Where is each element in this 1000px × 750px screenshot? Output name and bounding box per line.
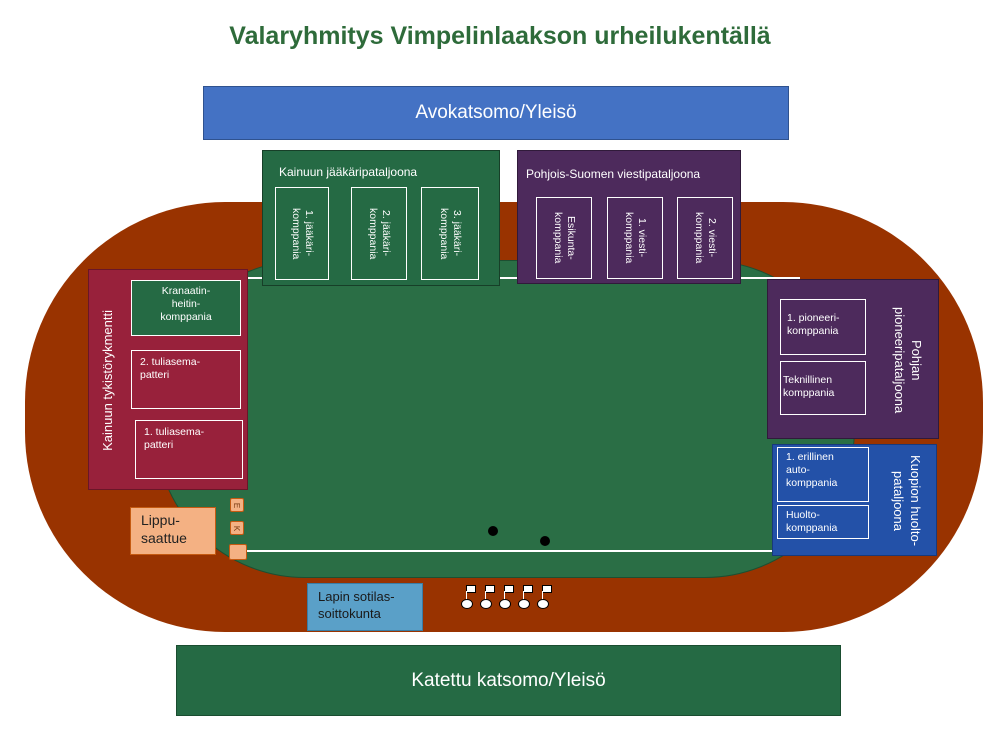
military-band: Lapin sotilas- soittokunta bbox=[307, 583, 423, 631]
page-title: Valaryhmitys Vimpelinlaakson urheilukent… bbox=[229, 22, 771, 50]
bottom-stand: Katettu katsomo/Yleisö bbox=[176, 645, 841, 716]
group-tykistorykmentti: Kainuun tykistörykmentti Kranaatin- heit… bbox=[88, 269, 248, 490]
music-note-icon bbox=[499, 585, 514, 609]
group-pioneeripataljoona: 1. pioneeri- komppania Teknillinen kompp… bbox=[767, 279, 939, 439]
flag-escort: Lippu- saattue bbox=[130, 507, 216, 555]
flag-marker bbox=[229, 544, 247, 560]
music-note-icon bbox=[480, 585, 495, 609]
unit-1-pioneerikomppania: 1. pioneeri- komppania bbox=[780, 299, 866, 355]
group-viestipataljoona: Pohjois-Suomen viestipataljoona Esikunta… bbox=[517, 150, 741, 284]
unit-2-jaakarikomppania: 2. jääkäri- komppania bbox=[351, 187, 407, 280]
flag-marker-e: E bbox=[230, 498, 244, 512]
group-title: Pohjois-Suomen viestipataljoona bbox=[526, 167, 701, 181]
group-jaakaripataljoona: Kainuun jääkäripataljoona 1. jääkäri- ko… bbox=[262, 150, 500, 286]
unit-teknillinen-komppania: Teknillinen komppania bbox=[780, 361, 866, 415]
unit-1-erillinen-autokomppania: 1. erillinen auto- komppania bbox=[777, 447, 869, 502]
unit-esikuntakomppania: Esikunta- komppania bbox=[536, 197, 592, 279]
infield bbox=[155, 260, 855, 578]
lane-line-bottom bbox=[245, 550, 805, 552]
unit-1-viestikomppania: 1. viesti- komppania bbox=[607, 197, 663, 279]
group-huoltopataljoona: 1. erillinen auto- komppania Huolto- kom… bbox=[772, 444, 937, 556]
unit-2-tuliasemapatteri: 2. tuliasema- patteri bbox=[131, 350, 241, 409]
unit-3-jaakarikomppania: 3. jääkäri- komppania bbox=[421, 187, 479, 280]
group-title: Kuopion huolto- pataljoona bbox=[891, 455, 923, 547]
group-title: Kainuun jääkäripataljoona bbox=[279, 165, 418, 179]
marker-dot bbox=[488, 526, 498, 536]
music-note-icon bbox=[518, 585, 533, 609]
unit-kranaatinheitinkomppania: Kranaatin- heitin- komppania bbox=[131, 280, 241, 336]
group-title: Pohjan pioneeripataljoona bbox=[892, 306, 924, 414]
marker-dot bbox=[540, 536, 550, 546]
music-note-icon bbox=[537, 585, 552, 609]
flag-marker-k: K bbox=[230, 521, 244, 535]
unit-1-tuliasemapatteri: 1. tuliasema- patteri bbox=[135, 420, 243, 479]
group-title: Kainuun tykistörykmentti bbox=[99, 310, 115, 451]
unit-huoltokomppania: Huolto- komppania bbox=[777, 505, 869, 539]
unit-1-jaakarikomppania: 1. jääkäri- komppania bbox=[275, 187, 329, 280]
unit-2-viestikomppania: 2. viesti- komppania bbox=[677, 197, 733, 279]
top-stand: Avokatsomo/Yleisö bbox=[203, 86, 789, 140]
music-note-icon bbox=[461, 585, 476, 609]
